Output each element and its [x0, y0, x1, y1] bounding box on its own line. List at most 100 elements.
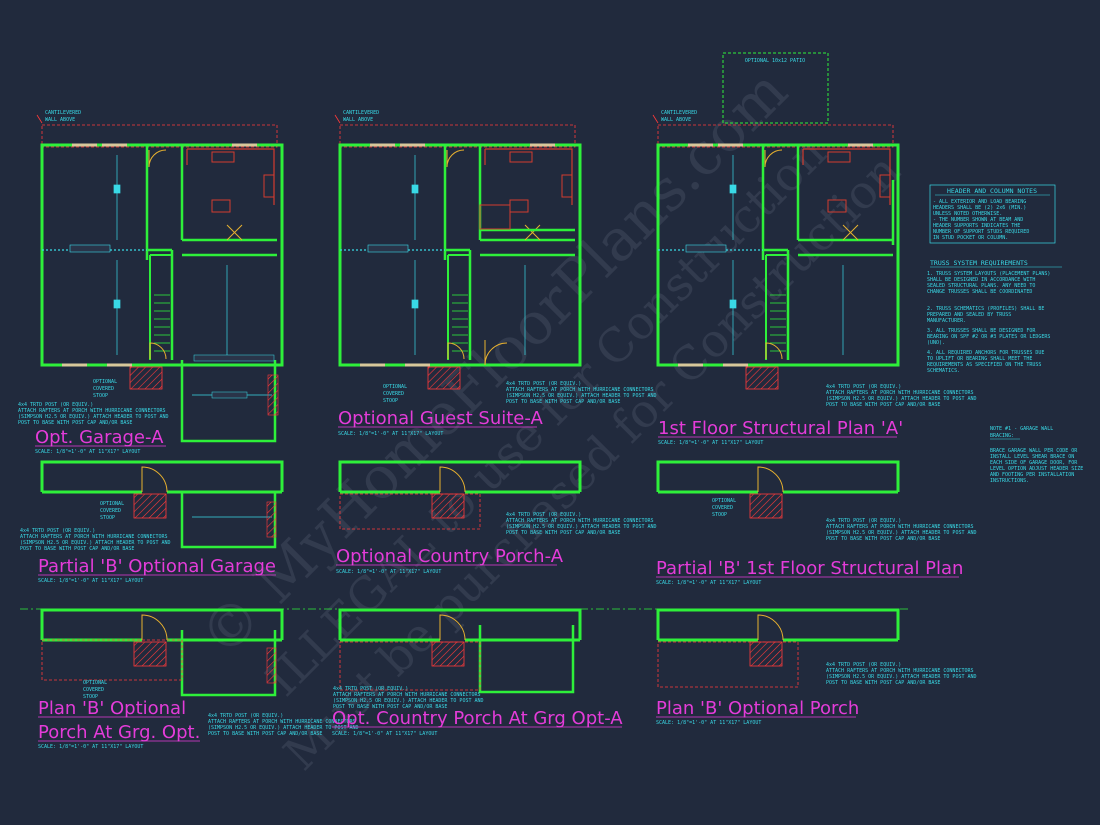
garage-note-line: LEVEL OPTION ADJUST HEADER SIZE	[990, 466, 1083, 472]
plan-optional-country-porch-a	[338, 460, 582, 530]
patio-label: OPTIONAL 10x12 PATIO	[745, 58, 805, 64]
wall-above-text: WALL ABOVE	[661, 117, 691, 123]
post-note-line: (SIMPSON H2.5 OR EQUIV.) ATTACH HEADER T…	[208, 725, 359, 731]
post-note-line: 4x4 TRTD POST (OR EQUIV.)	[826, 384, 901, 390]
plan-opt-garage-a	[35, 113, 284, 443]
scale-label: SCALE: 1/8"=1'-0" AT 11"X17" LAYOUT	[332, 731, 437, 737]
scale-label: SCALE: 1/8"=1'-0" AT 11"X17" LAYOUT	[658, 440, 763, 446]
stoop-text-1: OPTIONAL	[100, 501, 124, 507]
truss-title: TRUSS SYSTEM REQUIREMENTS	[930, 259, 1028, 267]
stoop-text-2: COVERED	[383, 391, 404, 397]
garage-note-line: AND FOOTING PER INSTALLATION	[990, 472, 1074, 478]
header-note-line: IN STUD POCKET OR COLUMN.	[933, 235, 1008, 241]
post-note-line: 4x4 TRTD POST (OR EQUIV.)	[333, 686, 408, 692]
plan-optional-guest-suite-a	[333, 113, 582, 391]
garage-wall-bracing-note: NOTE #1 - GARAGE WALL BRACING: BRACE GAR…	[990, 426, 1083, 484]
stoop-note-6: OPTIONAL COVERED STOOP	[83, 680, 107, 700]
post-note-line: 4x4 TRTD POST (OR EQUIV.)	[826, 518, 901, 524]
truss-line: (UNO).	[927, 340, 945, 346]
truss-line: TO UPLIFT OR BEARING SHALL MEET THE	[927, 356, 1032, 362]
cantilever-label-2: CANTILEVERED WALL ABOVE	[343, 110, 379, 123]
post-note-9: 4x4 TRTD POST (OR EQUIV.) ATTACH RAFTERS…	[826, 662, 977, 686]
plan-1st-floor-structural-a: OPTIONAL 10x12 PATIO	[651, 52, 900, 391]
post-note-3: 4x4 TRTD POST (OR EQUIV.) ATTACH RAFTERS…	[826, 384, 977, 408]
stoop-note-1: OPTIONAL COVERED STOOP	[93, 379, 117, 399]
post-note-2: 4x4 TRTD POST (OR EQUIV.) ATTACH RAFTERS…	[506, 381, 657, 405]
post-note-line: POST TO BASE WITH POST CAP AND/OR BASE	[826, 536, 940, 542]
scale-label: SCALE: 1/8"=1'-0" AT 11"X17" LAYOUT	[656, 720, 761, 726]
truss-system-requirements: TRUSS SYSTEM REQUIREMENTS 1. TRUSS SYSTE…	[927, 259, 1062, 374]
post-note-8: 4x4 TRTD POST (OR EQUIV.) ATTACH RAFTERS…	[333, 686, 484, 710]
post-note-line: (SIMPSON H2.5 OR EQUIV.) ATTACH HEADER T…	[18, 414, 169, 420]
title-plan-b-optional-porch-at-garage-2: Porch At Grg. Opt.	[38, 722, 200, 743]
post-note-line: ATTACH RAFTERS AT PORCH WITH HURRICANE C…	[333, 692, 481, 698]
post-note-line: POST TO BASE WITH POST CAP AND/OR BASE	[826, 680, 940, 686]
header-column-notes: HEADER AND COLUMN NOTES - ALL EXTERIOR A…	[929, 184, 1056, 244]
wall-above-text: WALL ABOVE	[45, 117, 75, 123]
garage-note-line: EACH SIDE OF GARAGE DOOR, FOR	[990, 460, 1078, 466]
plan-b-optional-porch-at-garage	[40, 608, 284, 697]
post-note-line: (SIMPSON H2.5 OR EQUIV.) ATTACH HEADER T…	[826, 530, 977, 536]
plan-partial-b-1st-floor-structural	[656, 460, 900, 520]
post-note-line: (SIMPSON H2.5 OR EQUIV.) ATTACH HEADER T…	[826, 674, 977, 680]
stoop-note-5: OPTIONAL COVERED STOOP	[712, 498, 736, 518]
post-note-line: ATTACH RAFTERS AT PORCH WITH HURRICANE C…	[826, 390, 974, 396]
truss-line: BEARING ON SPF #2 OR #3 PLATES OR LEDGER…	[927, 334, 1050, 340]
post-note-line: ATTACH RAFTERS AT PORCH WITH HURRICANE C…	[826, 668, 974, 674]
stoop-note-4: OPTIONAL COVERED STOOP	[100, 501, 124, 521]
post-note-line: 4x4 TRTD POST (OR EQUIV.)	[506, 381, 581, 387]
cantilever-text: CANTILEVERED	[45, 110, 81, 116]
stoop-note-2: OPTIONAL COVERED STOOP	[383, 384, 407, 404]
garage-note-subtitle: BRACING:	[990, 433, 1014, 439]
stoop-text-1: OPTIONAL	[83, 680, 107, 686]
header-note-line: - ALL EXTERIOR AND LOAD BEARING	[933, 199, 1026, 205]
stoop-text-3: STOOP	[93, 393, 108, 399]
stoop-text-2: COVERED	[83, 687, 104, 693]
post-note-line: (SIMPSON H2.5 OR EQUIV.) ATTACH HEADER T…	[506, 393, 657, 399]
header-note-line: NUMBER OF SUPPORT STUDS REQUIRED	[933, 229, 1029, 235]
header-note-line: - THE NUMBER SHOWN AT BEAM AND	[933, 217, 1023, 223]
garage-note-line: INSTALL LEVEL SHEAR BRACE ON	[990, 454, 1074, 460]
post-note-line: ATTACH RAFTERS AT PORCH WITH HURRICANE C…	[208, 719, 356, 725]
post-note-line: POST TO BASE WITH POST CAP AND/OR BASE	[826, 402, 940, 408]
title-partial-b-1st-floor-structural: Partial 'B' 1st Floor Structural Plan	[656, 558, 963, 579]
truss-line: PREPARED AND SEALED BY TRUSS	[927, 312, 1011, 318]
post-note-line: ATTACH RAFTERS AT PORCH WITH HURRICANE C…	[506, 387, 654, 393]
cantilever-text: CANTILEVERED	[343, 110, 379, 116]
post-note-line: ATTACH RAFTERS AT PORCH WITH HURRICANE C…	[18, 408, 166, 414]
post-note-line: (SIMPSON H2.5 OR EQUIV.) ATTACH HEADER T…	[506, 524, 657, 530]
post-note-line: 4x4 TRTD POST (OR EQUIV.)	[506, 512, 581, 518]
truss-line: MANUFACTURER.	[927, 318, 966, 324]
cantilever-label-3: CANTILEVERED WALL ABOVE	[661, 110, 697, 123]
garage-note-line: BRACE GARAGE WALL PER CODE OR	[990, 448, 1078, 454]
cantilever-text: CANTILEVERED	[661, 110, 697, 116]
header-note-line: HEADERS SHALL BE (2) 2x6 (MIN.)	[933, 205, 1026, 211]
stoop-text-2: COVERED	[712, 505, 733, 511]
stoop-text-1: OPTIONAL	[712, 498, 736, 504]
stoop-text-1: OPTIONAL	[383, 384, 407, 390]
post-note-line: (SIMPSON H2.5 OR EQUIV.) ATTACH HEADER T…	[20, 540, 171, 546]
scale-label: SCALE: 1/8"=1'-0" AT 11"X17" LAYOUT	[38, 744, 143, 750]
title-optional-country-porch-a: Optional Country Porch-A	[336, 546, 564, 567]
post-note-line: 4x4 TRTD POST (OR EQUIV.)	[20, 528, 95, 534]
truss-line: SHALL BE DESIGNED IN ACCORDANCE WITH	[927, 277, 1035, 283]
post-note-7: 4x4 TRTD POST (OR EQUIV.) ATTACH RAFTERS…	[208, 713, 359, 737]
post-note-line: 4x4 TRTD POST (OR EQUIV.)	[208, 713, 283, 719]
post-note-6: 4x4 TRTD POST (OR EQUIV.) ATTACH RAFTERS…	[826, 518, 977, 542]
title-opt-garage-a: Opt. Garage-A	[35, 427, 164, 448]
truss-line: 1. TRUSS SYSTEM LAYOUTS (PLACEMENT PLANS…	[927, 271, 1050, 277]
stoop-text-2: COVERED	[100, 508, 121, 514]
post-note-4: 4x4 TRTD POST (OR EQUIV.) ATTACH RAFTERS…	[20, 528, 171, 552]
stoop-text-2: COVERED	[93, 386, 114, 392]
stoop-text-3: STOOP	[383, 398, 398, 404]
scale-label: SCALE: 1/8"=1'-0" AT 11"X17" LAYOUT	[338, 431, 443, 437]
truss-line: 4. ALL REQUIRED ANCHORS FOR TRUSSES DUE	[927, 350, 1044, 356]
post-note-line: POST TO BASE WITH POST CAP AND/OR BASE	[18, 420, 132, 426]
title-optional-guest-suite-a: Optional Guest Suite-A	[338, 408, 543, 429]
title-1st-floor-structural-a: 1st Floor Structural Plan 'A'	[658, 418, 903, 439]
plan-b-optional-porch	[656, 608, 900, 688]
truss-line: SCHEMATICS.	[927, 368, 960, 374]
title-plan-b-optional-porch: Plan 'B' Optional Porch	[656, 698, 859, 719]
garage-note-line: INSTRUCTIONS.	[990, 478, 1029, 484]
